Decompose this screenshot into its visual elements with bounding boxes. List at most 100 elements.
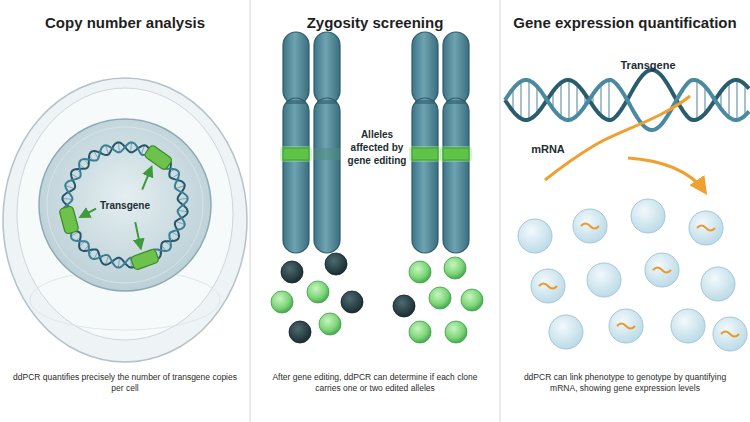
callout-label: Transgene: [608, 58, 688, 72]
edited-allele-band: [283, 148, 309, 160]
chromosome-arm: [283, 98, 309, 253]
panel-heading: Gene expression quantification: [500, 14, 750, 31]
centromere: [415, 100, 435, 104]
chromosome-arm: [412, 32, 438, 104]
mrna-strand: [628, 158, 705, 192]
mrna-fragment: [539, 284, 557, 289]
panel: Zygosity screeningAfter gene editing, dd…: [250, 0, 500, 422]
dna-loop: [62, 142, 187, 267]
positive-droplet: [409, 321, 431, 343]
droplet: [609, 309, 643, 343]
droplet: [573, 209, 607, 243]
callout-label: mRNA: [523, 142, 573, 156]
dna-strand: [505, 80, 749, 130]
panel-caption: ddPCR quantifies precisely the number of…: [10, 372, 240, 394]
positive-droplet: [307, 281, 329, 303]
chromosome-arm: [412, 98, 438, 253]
droplet: [701, 267, 735, 301]
mrna-strand: [545, 96, 690, 180]
dna-rung: [536, 86, 538, 113]
cell: [47, 127, 203, 283]
dna-rung: [696, 81, 698, 120]
cell: [39, 119, 211, 291]
droplet: [518, 199, 747, 351]
droplet: [531, 269, 565, 303]
positive-droplet: [461, 289, 483, 311]
transgene-insert: [130, 248, 159, 270]
cell: [39, 119, 211, 291]
dna-rung: [560, 83, 562, 118]
edit-glow: [409, 146, 441, 162]
negative-droplet: [281, 261, 303, 283]
edit-glow: [280, 146, 312, 162]
petri-dish: [17, 88, 233, 340]
dna-strand: [62, 142, 187, 267]
transgene-insert: [59, 206, 79, 235]
mrna-fragment: [653, 268, 671, 273]
pointer-arrow: [142, 167, 151, 189]
panel-dividers: [250, 0, 251, 422]
dna-rung: [520, 81, 522, 118]
positive-droplet: [319, 313, 341, 335]
dna-strand: [62, 142, 187, 267]
chromosome-arm: [314, 32, 340, 104]
mrna-fragment: [581, 224, 599, 229]
edited-allele-band: [412, 148, 438, 160]
dna-rung: [608, 80, 610, 120]
edit-glow: [440, 146, 472, 162]
callout-label: Alleles affected by gene editing: [346, 128, 408, 167]
dna-rung: [131, 142, 132, 152]
transgene-insert: [144, 144, 173, 170]
dna-rung: [528, 81, 530, 120]
centromere: [286, 100, 306, 104]
dna-rung: [600, 84, 602, 115]
chromosome-arm: [443, 32, 469, 104]
droplet: [587, 263, 621, 297]
pointer-arrow: [135, 222, 140, 248]
dna-rung: [704, 86, 706, 113]
panel-dividers: [500, 0, 501, 422]
panel-caption: After gene editing, ddPCR can determine …: [260, 372, 490, 394]
positive-droplet: [271, 291, 293, 313]
chromosome-arm: [283, 32, 309, 104]
droplet: [518, 219, 552, 253]
droplet: [713, 317, 747, 351]
droplet: [671, 309, 705, 343]
panel-heading: Copy number analysis: [0, 14, 250, 31]
positive-droplet: [444, 257, 466, 279]
negative-droplet: [393, 295, 415, 317]
mrna-strand: [545, 96, 705, 192]
dna-rung: [178, 198, 188, 199]
edited-allele-band: [443, 148, 469, 160]
droplet: [549, 315, 583, 349]
dna-helix: [505, 70, 749, 130]
callout-label: Transgene: [90, 199, 160, 212]
transgene-insert: [59, 144, 173, 270]
dna-rung: [62, 198, 72, 199]
chromosome-arm: [314, 98, 340, 253]
droplet: [689, 211, 723, 245]
negative-droplet: [325, 253, 347, 275]
mrna-fragment: [617, 324, 635, 329]
negative-droplet: [341, 291, 363, 313]
positive-droplet: [445, 321, 467, 343]
pointer-arrow: [81, 209, 96, 217]
negative-droplet: [289, 321, 311, 343]
droplet: [271, 253, 483, 343]
petri-dish: [3, 78, 247, 362]
centromere: [317, 100, 337, 104]
droplet: [645, 253, 679, 287]
dna-rung: [576, 84, 578, 115]
panel-heading: Zygosity screening: [250, 14, 500, 31]
panel-dividers: [250, 0, 500, 422]
chromosome-arm: [443, 98, 469, 253]
mrna-fragment: [697, 226, 715, 231]
droplet: [631, 199, 665, 233]
chromosome: [280, 32, 472, 253]
positive-droplet: [409, 261, 431, 283]
dna-rung: [118, 258, 119, 268]
dna-rung: [736, 80, 738, 120]
dna-rung: [744, 84, 746, 115]
petri-dish: [3, 78, 247, 362]
